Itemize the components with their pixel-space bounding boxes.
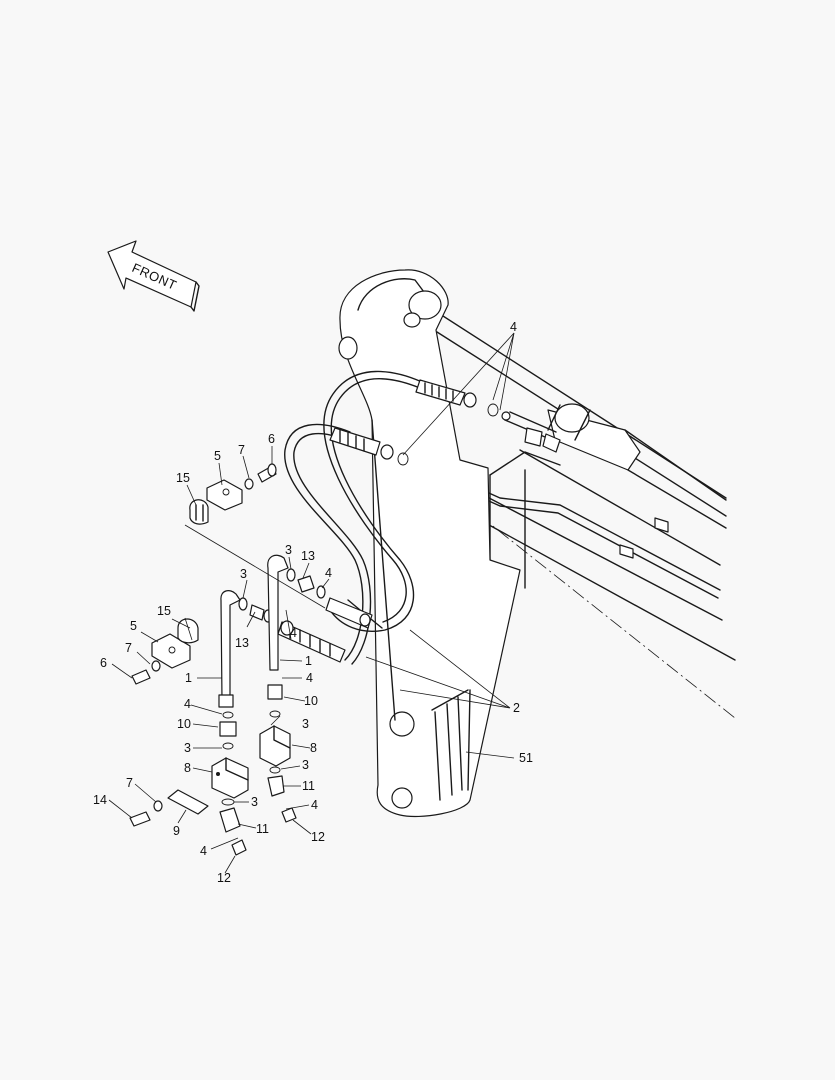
callout-2: 2 — [513, 701, 520, 715]
callout-8: 8 — [310, 741, 317, 755]
callout-1: 1 — [185, 671, 192, 685]
callout-15: 15 — [176, 471, 190, 485]
front-arrow: FRONT — [107, 240, 200, 312]
callout-10: 10 — [304, 694, 318, 708]
callout-4: 4 — [200, 844, 207, 858]
callout-4: 4 — [290, 626, 297, 640]
callout-7: 7 — [126, 776, 133, 790]
callout-4: 4 — [311, 798, 318, 812]
callout-10: 10 — [177, 717, 191, 731]
callout-5: 5 — [214, 449, 221, 463]
callout-4: 4 — [510, 320, 517, 334]
callout-5: 5 — [130, 619, 137, 633]
leader-lines — [108, 332, 515, 874]
callout-15: 15 — [157, 604, 171, 618]
callout-14: 14 — [93, 793, 107, 807]
callout-labels: 4 5 7 6 15 3 13 4 3 15 5 4 13 7 6 1 1 4 … — [93, 320, 533, 885]
callout-12: 12 — [217, 871, 231, 885]
callout-4: 4 — [325, 566, 332, 580]
hydraulic-hoses — [277, 370, 499, 665]
callout-9: 9 — [173, 824, 180, 838]
left-pipe-assembly — [129, 590, 273, 856]
callout-11: 11 — [256, 822, 269, 836]
arm-part-51 — [338, 269, 521, 818]
callout-7: 7 — [125, 641, 132, 655]
callout-6: 6 — [268, 432, 275, 446]
callout-1: 1 — [305, 654, 312, 668]
callout-3: 3 — [302, 717, 309, 731]
callout-4: 4 — [306, 671, 313, 685]
callout-3: 3 — [251, 795, 258, 809]
callout-11: 11 — [302, 779, 315, 793]
callout-12: 12 — [311, 830, 325, 844]
upper-clamp-group — [189, 463, 277, 525]
callout-7: 7 — [238, 443, 245, 457]
callout-4: 4 — [184, 697, 191, 711]
callout-3: 3 — [240, 567, 247, 581]
callout-8: 8 — [184, 761, 191, 775]
callout-51: 51 — [519, 751, 533, 765]
callout-13: 13 — [301, 549, 315, 563]
callout-6: 6 — [100, 656, 107, 670]
callout-3: 3 — [302, 758, 309, 772]
callout-3: 3 — [285, 543, 292, 557]
callout-13: 13 — [235, 636, 249, 650]
callout-3: 3 — [184, 741, 191, 755]
right-pipe-assembly — [259, 554, 326, 823]
